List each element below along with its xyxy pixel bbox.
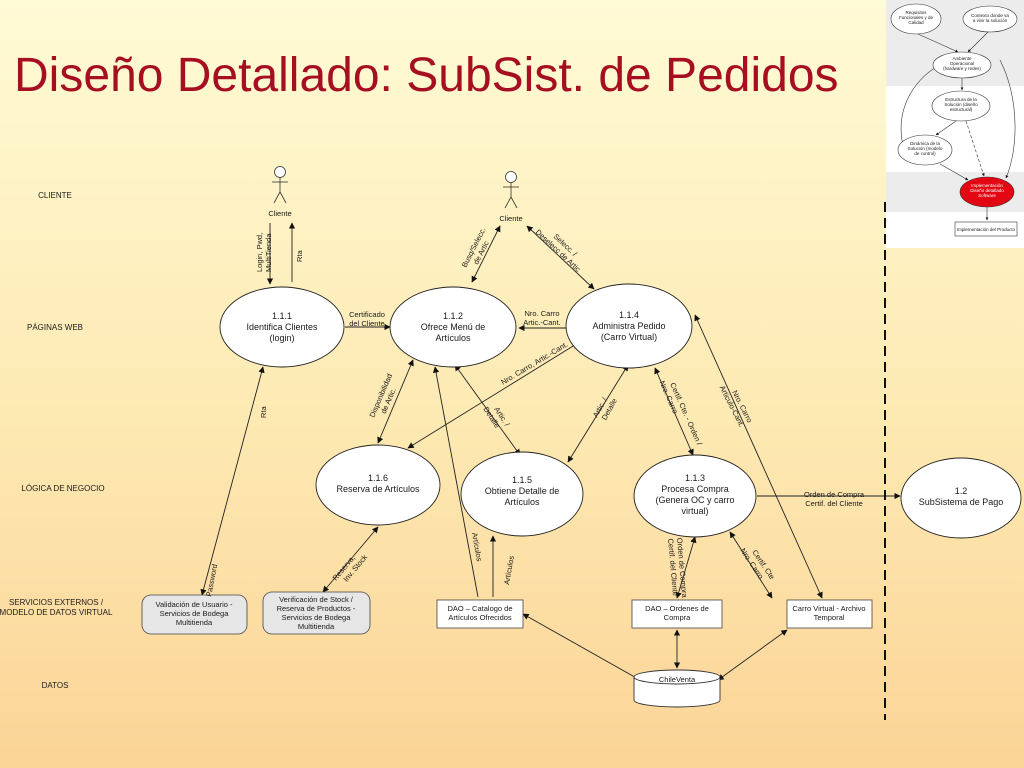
label-rta-login: Rta (259, 406, 268, 419)
label-articulos-1: Artículos (470, 532, 484, 563)
flow-selecc (526, 225, 595, 290)
label-reserva: Reserva,Inv. Stock (331, 547, 370, 588)
label-nro-carro-artic: Nro. Carro, Artic.-Cant. (499, 340, 569, 387)
flow-articulos-1 (432, 366, 479, 598)
label-nro-carro-artic-cant: Nro. CarroArticulo-Cant. (718, 380, 755, 429)
label-artic-detalle-1: Artic. /Detalle (482, 400, 512, 433)
label-rta-actor: Rta (295, 250, 304, 263)
actor-cliente-1 (272, 166, 288, 204)
svg-text:Contexto donde vaa vivir la so: Contexto donde vaa vivir la solución (971, 13, 1009, 23)
actor-cliente-2-label: Cliente (499, 214, 522, 223)
flow-certif-orden (654, 367, 694, 456)
flow-orden-compra-2 (675, 536, 697, 599)
flow-carro-datastore (717, 629, 788, 681)
box-verificacion-stock: Verificación de Stock /Reserva de Produc… (262, 591, 371, 635)
flow-disponibilidad (377, 359, 414, 444)
lane-cliente: CLIENTE (38, 191, 72, 200)
flow-dao-datastore (522, 613, 641, 681)
actor-cliente-2 (503, 171, 519, 209)
lane-datos: DATOS (42, 681, 69, 690)
flow-reserva (322, 526, 379, 593)
svg-text:Verificación de Stock /Reserva: Verificación de Stock /Reserva de Produc… (277, 595, 356, 631)
flow-certif-cte (729, 531, 773, 599)
label-password: Password (204, 563, 219, 597)
label-articulos-2: Artículos (502, 555, 516, 586)
label-certif-cte: Certif. CteNro. Carro (738, 541, 776, 586)
flow-busq (471, 225, 501, 283)
actor-cliente-1-label: Cliente (268, 209, 291, 218)
label-login: Login, Pwd,MultiTienda (255, 233, 273, 272)
page-title: Diseño Detallado: SubSist. de Pedidos (14, 49, 839, 102)
svg-text:Validación de Usuario -Servici: Validación de Usuario -Servicios de Bode… (156, 600, 233, 627)
flow-rta-login (200, 366, 265, 596)
lane-paginas-web: PÁGINAS WEB (27, 323, 83, 332)
flow-artic-detalle-1 (454, 364, 521, 456)
datastore-chileventa: ChileVenta (633, 669, 721, 708)
label-certif-orden: Certif. Cte. - Orden /Nro. Carro (658, 376, 705, 451)
flow-artic-detalle-2 (567, 364, 629, 463)
lane-logica-negocio: LÓGICA DE NEGOCIO (21, 484, 104, 493)
svg-text:ChileVenta: ChileVenta (659, 675, 696, 684)
label-orden-compra-2: Orden de CompraCertif. del Cliente (666, 537, 689, 599)
box-validacion-usuario: Validación de Usuario -Servicios de Bode… (141, 594, 248, 635)
flow-nro-carro-artic-cant (694, 314, 823, 599)
svg-text:Implementación del Producto: Implementación del Producto (957, 227, 1016, 232)
lane-servicios-externos: SERVICIOS EXTERNOS /MODELO DE DATOS VIRT… (0, 598, 113, 617)
label-busq: Busq/Selecc.de Artic (460, 226, 496, 273)
label-selecc: Selecc. /Deselecc de Artic (534, 221, 589, 274)
